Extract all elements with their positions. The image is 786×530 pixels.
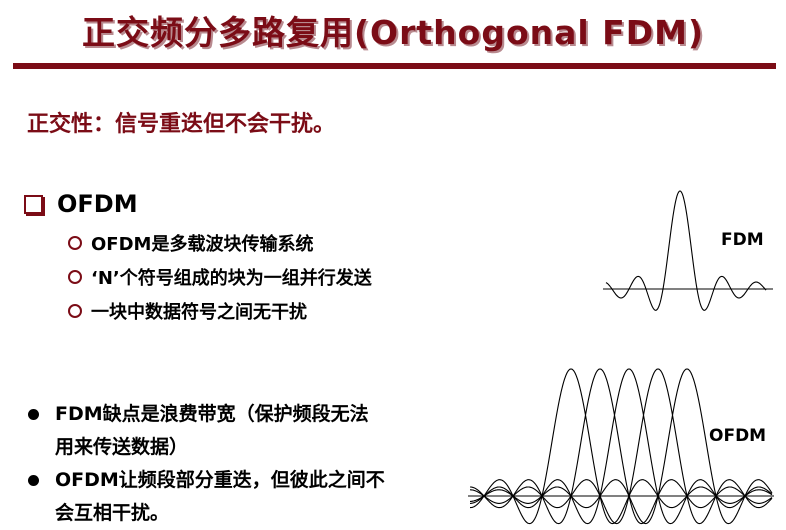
ofdm-subcarrier-curve <box>470 368 773 525</box>
section-heading-label: OFDM <box>57 190 138 218</box>
title-rule <box>13 63 776 69</box>
slide-subtitle: 正交性：信号重迭但不会干扰。 <box>27 112 336 137</box>
bullet-item: FDM缺点是浪费带宽（保护频段无法用来传送数据） <box>28 398 385 464</box>
bullet-item: OFDM让频段部分重迭，但彼此之间不会互相干扰。 <box>28 464 385 530</box>
bullet-dot-icon <box>28 409 39 420</box>
ring-bullet-icon <box>68 304 82 318</box>
list-item: 一块中数据符号之间无干扰 <box>68 298 307 324</box>
ofdm-spectrum-figure <box>468 368 774 525</box>
list-item-text: OFDM是多载波块传输系统 <box>91 234 314 255</box>
ofdm-subcarrier-curve <box>470 368 773 525</box>
slide-title: 正交频分多路复用(Orthogonal FDM) <box>81 13 705 52</box>
section-heading: OFDM <box>24 190 138 218</box>
list-item: ‘N’个符号组成的块为一组并行发送 <box>68 264 372 290</box>
ring-bullet-icon <box>68 236 82 250</box>
ofdm-subcarrier-curve <box>470 368 773 525</box>
list-item: OFDM是多载波块传输系统 <box>68 230 313 256</box>
bullet-text: OFDM让频段部分重迭，但彼此之间不会互相干扰。 <box>55 469 385 524</box>
ofdm-subcarrier-curve <box>470 368 773 525</box>
fdm-subcarrier-curve <box>605 190 767 311</box>
list-item-text: ‘N’个符号组成的块为一组并行发送 <box>91 268 372 289</box>
ofdm-figure-label: OFDM <box>709 426 767 446</box>
checkbox-bullet-icon <box>24 194 43 214</box>
ofdm-subcarrier-curve <box>470 368 773 525</box>
fdm-spectrum-figure <box>603 190 773 311</box>
ring-bullet-icon <box>68 270 82 284</box>
fdm-figure-label: FDM <box>721 230 764 250</box>
list-item-text: 一块中数据符号之间无干扰 <box>91 302 307 323</box>
bullet-dot-icon <box>28 475 39 486</box>
bullet-text: FDM缺点是浪费带宽（保护频段无法用来传送数据） <box>55 403 369 458</box>
